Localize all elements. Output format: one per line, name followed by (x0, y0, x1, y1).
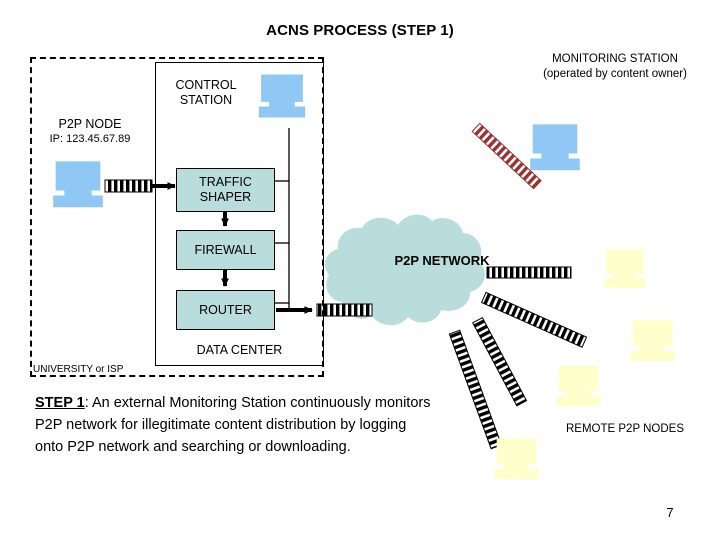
remote-p2p-node-icon (630, 320, 675, 362)
page-title: ACNS PROCESS (STEP 1) (266, 22, 454, 39)
remote-p2p-node-icon (604, 249, 646, 289)
step-caption-lead: STEP 1 (35, 395, 85, 411)
monitoring-station-label: MONITORING STATION (operated by content … (543, 53, 687, 80)
cable-cloud-to-remote-node-3 (472, 316, 528, 407)
cable-monitoring-to-cloud (471, 122, 542, 190)
university-isp-label: UNIVERSITY or ISP (33, 364, 124, 375)
control-station-bus-line (275, 128, 290, 309)
cable-cloud-to-remote-node-1 (486, 266, 572, 279)
traffic-shaper-box[interactable]: TRAFFIC SHAPER (176, 168, 275, 212)
cable-cloud-to-remote-node-4 (448, 329, 503, 450)
remote-p2p-node-icon (494, 438, 539, 480)
step-caption-body: : An external Monitoring Station continu… (35, 395, 431, 455)
cable-router-to-cloud (276, 303, 373, 317)
cable-cloud-to-remote-node-2 (480, 291, 588, 348)
firewall-box[interactable]: FIREWALL (176, 230, 275, 270)
p2p-network-cloud-label: P2P NETWORK (394, 253, 490, 268)
step-caption: STEP 1: An external Monitoring Station c… (35, 392, 435, 458)
router-box[interactable]: ROUTER (176, 290, 275, 330)
p2p-node-ip-label: IP: 123.45.67.89 (49, 133, 131, 145)
data-center-label: DATA CENTER (196, 343, 283, 357)
remote-p2p-node-icon (556, 365, 601, 407)
monitoring-station-icon (530, 124, 580, 171)
p2p-network-cloud (324, 214, 485, 326)
data-center-boundary (155, 62, 324, 366)
p2p-node-label: P2P NODE (58, 117, 122, 131)
control-station-label: CONTROL STATION (175, 78, 237, 107)
cable-p2pnode-to-datacenter (104, 179, 176, 193)
page-number: 7 (666, 505, 674, 520)
remote-p2p-nodes-label: REMOTE P2P NODES (565, 423, 684, 435)
